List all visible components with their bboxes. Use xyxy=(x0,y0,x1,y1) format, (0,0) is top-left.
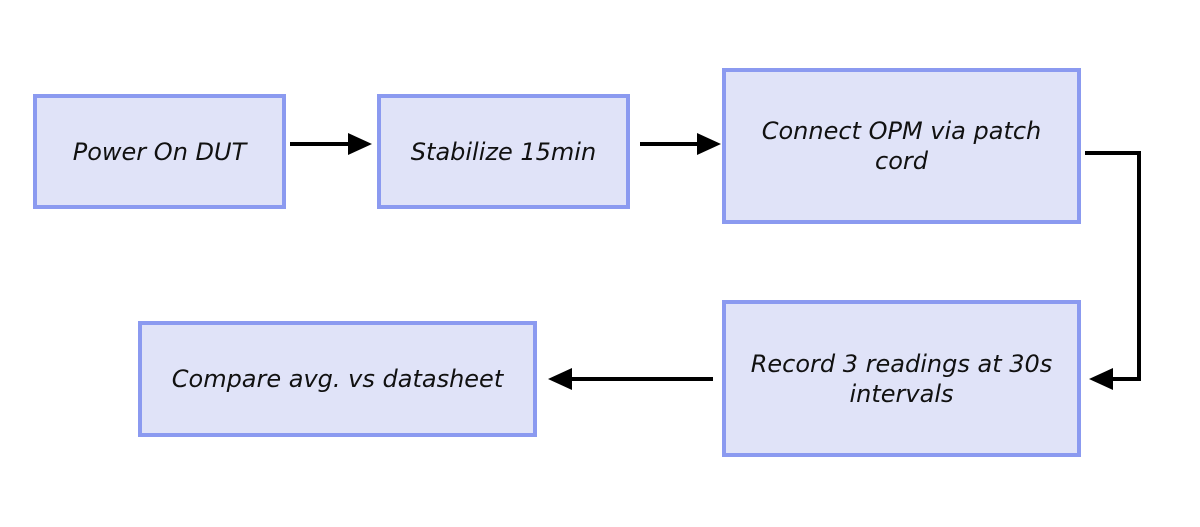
node-label: Stabilize 15min xyxy=(410,137,597,166)
node-power-on-dut: Power On DUT xyxy=(33,94,286,209)
node-label: Record 3 readings at 30s intervals xyxy=(750,349,1053,408)
edge-connect-to-record xyxy=(1085,151,1141,390)
edge-stabilize-to-connect xyxy=(640,133,721,155)
node-label: Connect OPM via patch cord xyxy=(761,117,1042,175)
edge-record-to-compare xyxy=(548,368,713,390)
node-record-readings: Record 3 readings at 30s intervals xyxy=(722,300,1081,457)
node-label: Power On DUT xyxy=(72,137,247,166)
node-compare-datasheet: Compare avg. vs datasheet xyxy=(138,321,537,437)
node-label: Compare avg. vs datasheet xyxy=(171,365,504,393)
edge-power-to-stabilize xyxy=(290,133,372,155)
node-connect-opm: Connect OPM via patch cord xyxy=(722,68,1081,224)
node-stabilize: Stabilize 15min xyxy=(377,94,630,209)
